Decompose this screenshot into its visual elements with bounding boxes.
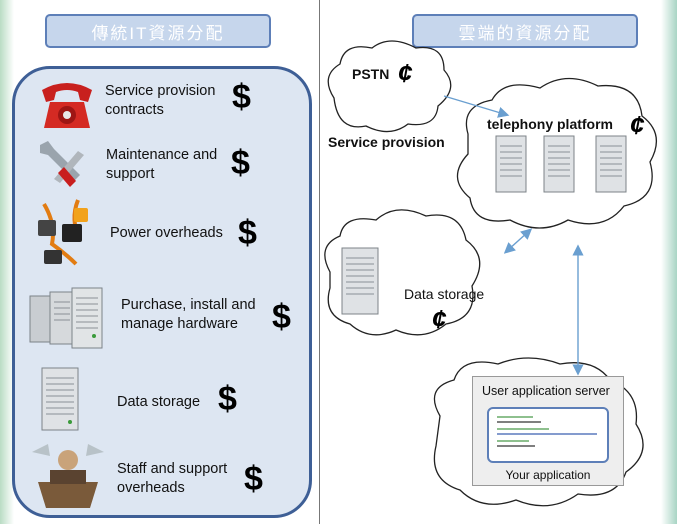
cloud-data-storage-label: Data storage bbox=[404, 286, 485, 302]
pstn-to-platform-arrow bbox=[443, 95, 510, 118]
purchase-hardware-cost: $ bbox=[272, 298, 291, 336]
pstn-cloud bbox=[327, 40, 452, 133]
service-provision-cloud-label: Service provision bbox=[328, 134, 445, 150]
telephone-icon bbox=[42, 83, 92, 128]
data-storage-cost: $ bbox=[218, 380, 237, 418]
telephony-servers-icon bbox=[495, 135, 627, 193]
code-snippet-icon bbox=[497, 416, 597, 447]
data-storage-label: Data storage bbox=[117, 394, 201, 410]
support-staff-icon bbox=[32, 444, 104, 508]
maintenance-cost: $ bbox=[231, 144, 250, 182]
server-rack-icon bbox=[29, 287, 103, 349]
pstn-label: PSTN bbox=[352, 66, 390, 82]
cloud-storage-server-icon bbox=[341, 247, 379, 315]
right-edge-decoration bbox=[661, 0, 677, 524]
power-overheads-cost: $ bbox=[238, 214, 257, 252]
power-overheads-label: Power overheads bbox=[110, 225, 223, 241]
your-application-label: Your application bbox=[505, 468, 591, 482]
pstn-cost: ¢ bbox=[398, 58, 413, 88]
center-divider bbox=[319, 0, 320, 524]
telephony-platform-label: telephony platform bbox=[487, 116, 614, 132]
cloud-data-storage-cost: ¢ bbox=[432, 304, 447, 334]
user-application-server-title: User application server bbox=[482, 384, 610, 398]
left-edge-decoration bbox=[0, 0, 14, 524]
traditional-it-title: 傳統IT資源分配 bbox=[45, 14, 271, 48]
user-application-server: User application server Your application bbox=[472, 376, 624, 486]
service-provision-cost: $ bbox=[232, 78, 251, 116]
power-plug-icon bbox=[38, 199, 88, 266]
staff-overheads-cost: $ bbox=[244, 460, 263, 498]
storage-server-icon bbox=[41, 367, 79, 431]
storage-platform-arrow bbox=[503, 228, 533, 254]
tools-icon bbox=[40, 141, 84, 187]
cloud-allocation-title: 雲端的資源分配 bbox=[412, 14, 638, 48]
telephony-platform-cost: ¢ bbox=[630, 110, 645, 140]
application-code-window bbox=[487, 407, 609, 463]
